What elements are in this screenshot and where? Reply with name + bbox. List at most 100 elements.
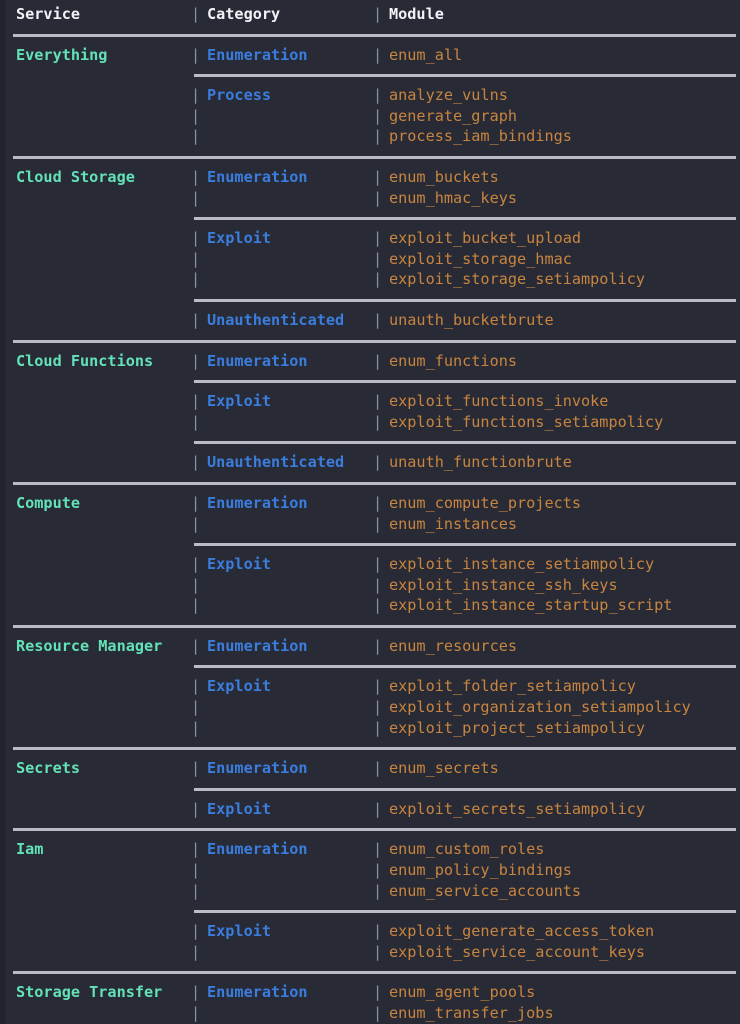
category-cell[interactable]: | |Exploit bbox=[188, 921, 370, 961]
module-cell[interactable]: |exploit_secrets_setiampolicy bbox=[370, 799, 740, 820]
module-name[interactable]: exploit_bucket_upload bbox=[389, 229, 582, 248]
module-name[interactable]: exploit_functions_invoke bbox=[389, 392, 609, 411]
module-name[interactable]: exploit_project_setiampolicy bbox=[389, 718, 646, 737]
category-cell[interactable]: |Enumeration bbox=[188, 351, 370, 372]
column-divider-glyph: | | bbox=[191, 922, 201, 961]
module-name[interactable]: enum_hmac_keys bbox=[389, 188, 518, 207]
module-cell[interactable]: |unauth_functionbrute bbox=[370, 452, 740, 473]
module-name[interactable]: exploit_instance_ssh_keys bbox=[389, 575, 618, 594]
module-name[interactable]: exploit_organization_setiampolicy bbox=[389, 698, 691, 717]
table-row[interactable]: | | |Exploit| | |exploit_folder_setiampo… bbox=[5, 676, 740, 738]
category-cell[interactable]: | | |Exploit bbox=[188, 228, 370, 288]
category-cell[interactable]: | |Enumeration bbox=[188, 167, 370, 207]
module-name[interactable]: enum_functions bbox=[389, 351, 518, 370]
module-cell[interactable]: |enum_secrets bbox=[370, 758, 740, 779]
column-divider-glyph: | bbox=[373, 45, 383, 64]
module-name[interactable]: unauth_bucketbrute bbox=[389, 310, 554, 329]
category-label: Enumeration bbox=[207, 167, 308, 186]
module-name[interactable]: enum_all bbox=[389, 45, 463, 64]
module-name[interactable]: exploit_storage_setiampolicy bbox=[389, 270, 646, 289]
module-cell[interactable]: |enum_functions bbox=[370, 351, 740, 372]
module-name[interactable]: unauth_functionbrute bbox=[389, 453, 572, 472]
table-row[interactable]: Secrets|Enumeration|enum_secrets bbox=[5, 758, 740, 779]
table-row[interactable]: Everything|Enumeration|enum_all bbox=[5, 45, 740, 66]
column-divider-glyph: | bbox=[191, 45, 201, 64]
column-divider-glyph: | | bbox=[191, 392, 201, 431]
module-cell[interactable]: |enum_resources bbox=[370, 636, 740, 657]
module-name[interactable]: exploit_instance_setiampolicy bbox=[389, 555, 655, 574]
category-cell[interactable]: |Exploit bbox=[188, 799, 370, 820]
table-row[interactable]: |Unauthenticated|unauth_bucketbrute bbox=[5, 310, 740, 331]
module-name[interactable]: exploit_service_account_keys bbox=[389, 942, 646, 961]
module-name[interactable]: enum_instances bbox=[389, 514, 518, 533]
column-divider-glyph: | | | bbox=[191, 86, 201, 146]
category-cell[interactable]: | | |Enumeration bbox=[188, 839, 370, 899]
module-cell[interactable]: |unauth_bucketbrute bbox=[370, 310, 740, 331]
module-name[interactable]: exploit_storage_hmac bbox=[389, 249, 572, 268]
module-name[interactable]: enum_compute_projects bbox=[389, 493, 582, 512]
module-name[interactable]: exploit_generate_access_token bbox=[389, 922, 655, 941]
module-name[interactable]: enum_buckets bbox=[389, 167, 499, 186]
category-cell[interactable]: |Unauthenticated bbox=[188, 452, 370, 473]
module-name[interactable]: enum_policy_bindings bbox=[389, 861, 572, 880]
table-row[interactable]: | |Exploit| |exploit_generate_access_tok… bbox=[5, 921, 740, 962]
module-name[interactable]: analyze_vulns bbox=[389, 86, 508, 105]
service-name: Storage Transfer bbox=[16, 983, 163, 1002]
module-name[interactable]: enum_agent_pools bbox=[389, 983, 536, 1002]
module-name[interactable]: exploit_folder_setiampolicy bbox=[389, 677, 636, 696]
table-row[interactable]: Cloud Functions|Enumeration|enum_functio… bbox=[5, 351, 740, 372]
module-name[interactable]: enum_custom_roles bbox=[389, 840, 545, 859]
category-cell[interactable]: | | |Exploit bbox=[188, 554, 370, 614]
category-label: Exploit bbox=[207, 677, 272, 696]
service-separator bbox=[5, 331, 740, 351]
category-cell[interactable]: |Enumeration bbox=[188, 45, 370, 66]
module-list: enum_compute_projects enum_instances bbox=[389, 493, 740, 534]
table-row[interactable]: Compute| |Enumeration| |enum_compute_pro… bbox=[5, 493, 740, 534]
module-name[interactable]: enum_secrets bbox=[389, 759, 499, 778]
module-name[interactable]: process_iam_bindings bbox=[389, 127, 572, 146]
category-cell[interactable]: |Unauthenticated bbox=[188, 310, 370, 331]
module-list: enum_agent_pools enum_transfer_jobs bbox=[389, 982, 740, 1023]
module-name[interactable]: enum_resources bbox=[389, 636, 518, 655]
category-cell[interactable]: |Enumeration bbox=[188, 636, 370, 657]
column-divider-glyph: | | | bbox=[373, 86, 383, 146]
category-cell[interactable]: | | Exploit bbox=[188, 391, 370, 431]
module-name[interactable]: exploit_functions_setiampolicy bbox=[389, 412, 664, 431]
module-name[interactable]: exploit_secrets_setiampolicy bbox=[389, 799, 646, 818]
table-row[interactable]: Storage Transfer| |Enumeration| |enum_ag… bbox=[5, 982, 740, 1023]
column-divider-glyph: | | bbox=[191, 493, 201, 533]
table-row[interactable]: Cloud Storage| |Enumeration| |enum_bucke… bbox=[5, 167, 740, 208]
category-cell[interactable]: | | |Exploit bbox=[188, 676, 370, 736]
table-row[interactable]: |Unauthenticated|unauth_functionbrute bbox=[5, 452, 740, 473]
table-row[interactable]: | | |Exploit| | |exploit_instance_setiam… bbox=[5, 554, 740, 616]
module-name[interactable]: enum_service_accounts bbox=[389, 881, 582, 900]
module-name[interactable]: enum_transfer_jobs bbox=[389, 1004, 554, 1022]
module-name[interactable]: exploit_instance_startup_script bbox=[389, 596, 673, 615]
category-cell[interactable]: |Enumeration bbox=[188, 758, 370, 779]
table-row[interactable]: Resource Manager|Enumeration|enum_resour… bbox=[5, 636, 740, 657]
category-group-separator bbox=[5, 290, 740, 310]
category-cell[interactable]: | |Enumeration bbox=[188, 982, 370, 1022]
category-group-separator bbox=[5, 779, 740, 799]
category-cell[interactable]: | |Enumeration bbox=[188, 493, 370, 533]
table-row[interactable]: Iam| | |Enumeration| | |enum_custom_role… bbox=[5, 839, 740, 901]
table-row[interactable]: |Exploit|exploit_secrets_setiampolicy bbox=[5, 799, 740, 820]
module-cell[interactable]: | enum_all bbox=[370, 45, 740, 66]
module-name[interactable]: generate_graph bbox=[389, 106, 518, 125]
category-cell[interactable]: | | |Process bbox=[188, 85, 370, 145]
category-label: Exploit bbox=[207, 392, 272, 411]
